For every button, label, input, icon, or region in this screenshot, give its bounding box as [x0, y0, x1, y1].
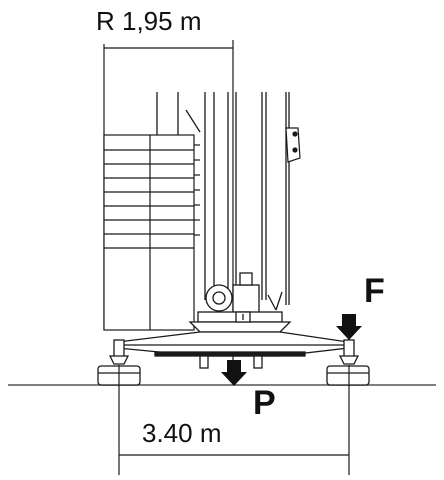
radius-label: R 1,95 m — [96, 6, 202, 36]
track-width-label: 3.40 m — [142, 418, 222, 448]
track-width-dimension — [118, 365, 350, 475]
counterweight-stack — [103, 134, 200, 331]
arrow-down-icon — [221, 360, 247, 386]
outrigger-pad-right — [326, 339, 370, 386]
weight-label: P — [253, 384, 276, 422]
turntable — [188, 311, 292, 333]
mast-bracket — [285, 127, 301, 163]
force-label: F — [364, 272, 385, 310]
slewing-unit — [205, 272, 283, 316]
arrow-down-icon — [336, 314, 362, 340]
